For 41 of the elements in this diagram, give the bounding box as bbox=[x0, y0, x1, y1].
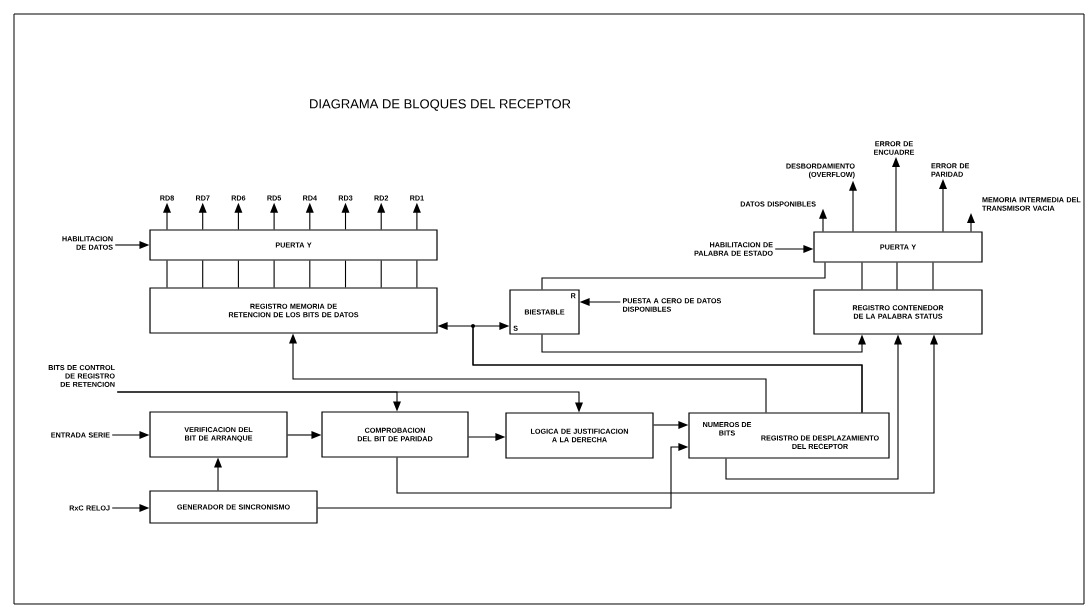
connector bbox=[163, 202, 171, 230]
connector bbox=[468, 433, 506, 441]
connector bbox=[967, 212, 975, 232]
connector bbox=[234, 202, 243, 230]
connector bbox=[653, 421, 689, 429]
connector bbox=[289, 333, 767, 413]
connector bbox=[273, 260, 275, 288]
connector bbox=[111, 431, 150, 439]
connector bbox=[305, 202, 314, 230]
connector bbox=[725, 334, 902, 480]
title: DIAGRAMA DE BLOQUES DEL RECEPTOR bbox=[310, 99, 571, 111]
connector bbox=[116, 391, 583, 413]
connector bbox=[377, 202, 386, 230]
connector bbox=[198, 202, 207, 230]
connector bbox=[932, 262, 934, 290]
connector bbox=[774, 245, 814, 253]
connector bbox=[892, 156, 900, 232]
connector bbox=[214, 457, 222, 491]
connector bbox=[396, 334, 938, 494]
connector bbox=[380, 260, 382, 288]
connector bbox=[896, 262, 898, 290]
connector bbox=[341, 202, 350, 230]
connector bbox=[237, 260, 239, 288]
connector bbox=[849, 180, 857, 232]
connector bbox=[202, 260, 204, 288]
connector bbox=[416, 260, 418, 288]
connector bbox=[309, 260, 311, 288]
connector bbox=[317, 443, 689, 509]
connector bbox=[344, 260, 347, 288]
connector bbox=[819, 208, 827, 232]
connector bbox=[270, 202, 279, 230]
connector bbox=[579, 298, 621, 306]
connector bbox=[412, 202, 421, 230]
connector bbox=[111, 504, 150, 512]
connector bbox=[939, 178, 947, 232]
connector bbox=[861, 262, 863, 290]
connector bbox=[287, 431, 322, 439]
connector bbox=[541, 334, 866, 353]
connector bbox=[166, 260, 168, 288]
connector bbox=[114, 241, 150, 249]
connector bbox=[541, 262, 826, 290]
